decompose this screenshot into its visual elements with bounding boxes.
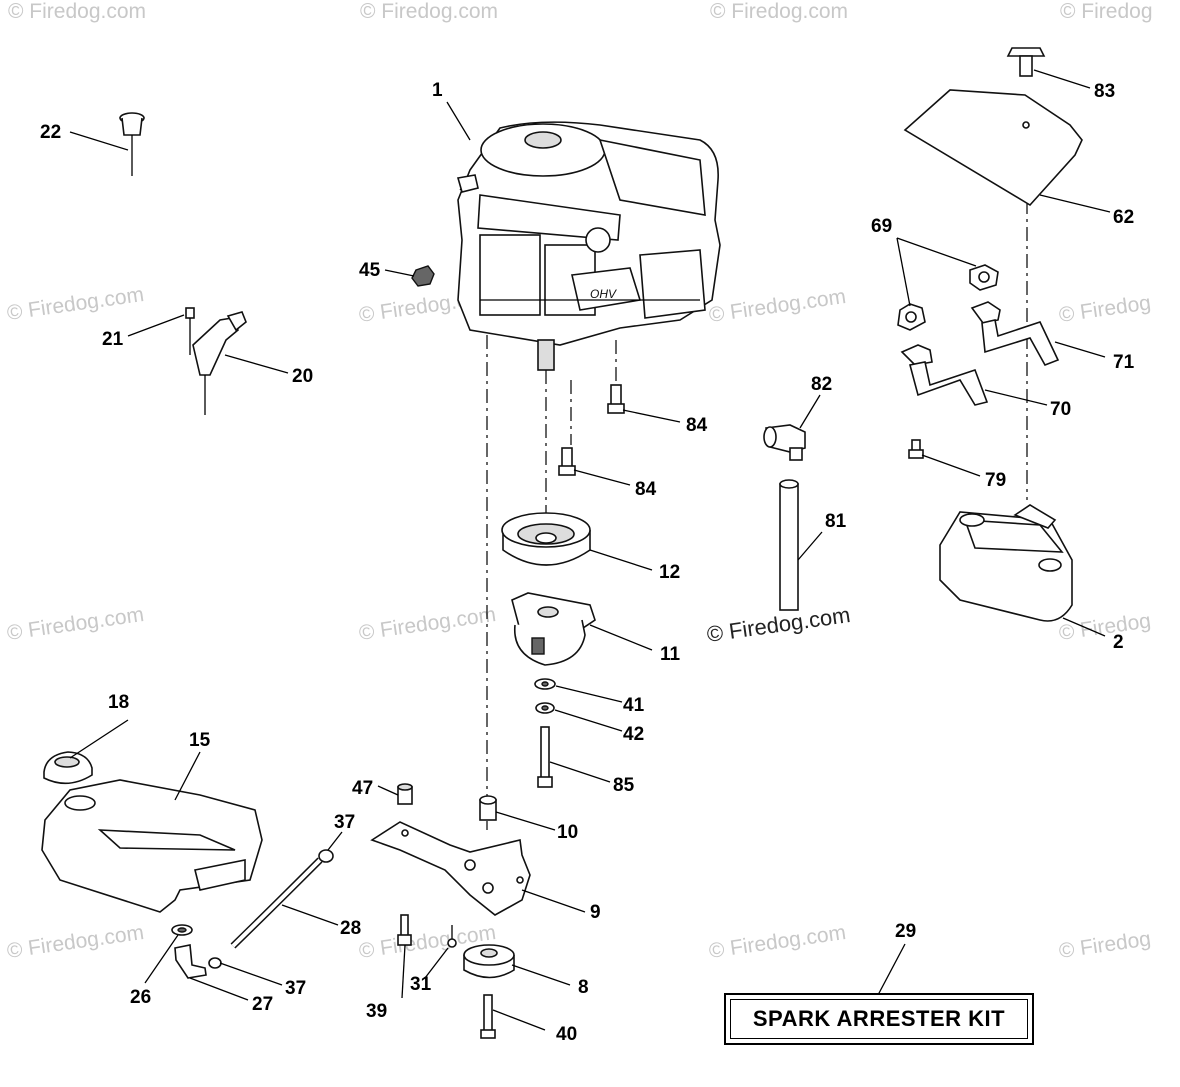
callout-29: 29 [895,921,916,942]
callout-28: 28 [340,918,361,939]
clamp-37-upper [318,849,334,863]
watermark: © Firedog.com [710,0,848,23]
watermark: © Firedog.com [5,603,145,645]
callout-2: 2 [1113,632,1124,653]
watermark: © Firedog [1057,291,1152,327]
callout-41: 41 [623,695,645,716]
muffler-2 [939,504,1073,622]
washer-41 [534,678,556,690]
callout-15: 15 [189,730,211,751]
callout-8: 8 [578,977,589,998]
leader-lines [69,69,1111,1031]
watermark-dark: © Firedog.com [705,602,852,647]
heat-shield-62 [903,89,1083,207]
fitting-27 [174,944,207,979]
grommet-26 [171,924,193,936]
screw-83 [1006,47,1046,77]
fuel-line-28 [230,857,323,949]
bolt-39 [397,914,412,946]
bolt-84-lower [558,447,576,476]
callout-39: 39 [366,1001,387,1022]
callout-71: 71 [1113,352,1135,373]
spark-arrester-kit-box: SPARK ARRESTER KIT [724,993,1034,1045]
watermark: © Firedog.com [707,285,847,327]
spacer-10 [479,795,497,821]
callout-79: 79 [985,470,1006,491]
callout-12: 12 [659,562,680,583]
watermark: © Firedog [1057,927,1152,963]
callout-37-upper: 37 [334,812,355,833]
idler-pulley-8 [463,944,515,979]
throttle-bracket-20 [185,307,247,415]
watermark: © Firedog.com [5,283,145,325]
callout-1: 1 [432,80,443,101]
engine-badge: OHV [590,287,617,301]
callout-42: 42 [623,724,644,745]
gasket-69-right [969,264,999,291]
exhaust-pipe-71 [970,301,1060,366]
gasket-69-left [897,303,926,331]
pulley-12 [501,512,591,566]
washer-42 [535,702,555,714]
watermark: © Firedog.com [707,921,847,963]
assembly-axes [486,200,1028,830]
watermark: © Firedog.com [5,921,145,963]
bracket-9 [370,821,531,916]
callout-27: 27 [252,994,273,1015]
tube-81 [779,479,799,611]
watermark: © Firedog.com [357,603,497,645]
callout-82: 82 [811,374,832,395]
screw-31 [447,925,457,948]
callout-40: 40 [556,1024,577,1045]
callout-45: 45 [359,260,381,281]
pin-22 [119,112,145,176]
callouts: 1 2 8 9 10 11 12 15 18 20 21 22 26 27 28… [40,80,1135,1045]
watermark: © Firedog.com [8,0,146,23]
fuel-tank-15 [41,779,263,913]
callout-83: 83 [1094,81,1115,102]
callout-10: 10 [557,822,578,843]
nut-45 [411,265,435,287]
callout-85: 85 [613,775,635,796]
bolt-40 [480,994,496,1039]
callout-47: 47 [352,778,373,799]
watermark: © Firedog [1060,0,1153,23]
watermark: © Firedog.com [360,0,498,23]
callout-20: 20 [292,366,313,387]
callout-11: 11 [660,644,681,665]
callout-62: 62 [1113,207,1134,228]
spark-arrester-kit-label: SPARK ARRESTER KIT [730,999,1028,1039]
bolt-84-upper [607,384,625,414]
callout-31: 31 [410,974,432,995]
callout-84-lower: 84 [635,479,657,500]
callout-81: 81 [825,511,847,532]
callout-22: 22 [40,122,61,143]
fitting-82 [763,424,806,461]
callout-70: 70 [1050,399,1071,420]
bolt-79 [908,439,924,459]
engine-part: OHV [456,121,721,371]
callout-69: 69 [871,216,892,237]
callout-9: 9 [590,902,601,923]
callout-37-lower: 37 [285,978,306,999]
clamp-37-lower [208,957,222,969]
clutch-11 [511,592,596,666]
fuel-cap-18 [43,751,93,785]
callout-18: 18 [108,692,129,713]
callout-84-upper: 84 [686,415,708,436]
callout-26: 26 [130,987,151,1008]
bolt-85 [537,726,553,788]
exhaust-pipe-70 [900,344,989,406]
spacer-47 [397,783,413,805]
watermark: © Firedog [1057,609,1152,645]
callout-21: 21 [102,329,124,350]
